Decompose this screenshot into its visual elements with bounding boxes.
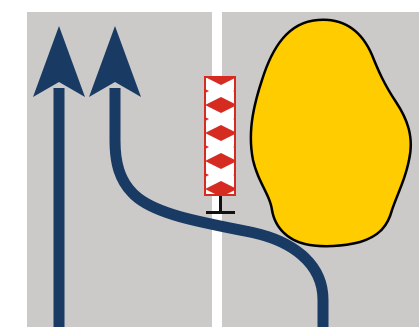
chevron-beacon-icon [204,76,236,196]
beacon-post [206,195,235,214]
beacon-chevron-stripe [205,78,235,105]
beacon-chevron-stripe [205,162,235,189]
beacon-chevron-stripe [225,190,235,195]
beacon-chevron-stripe [205,106,235,133]
arrow-curve-icon [89,26,329,327]
lane-divider-dashed [212,12,222,327]
arrow-up-icon [33,26,85,327]
edge-line [16,12,22,327]
beacon-chevron-stripe [205,134,235,161]
obstacle-blob-icon [249,18,413,248]
beacon-chevron-stripe [205,189,217,195]
